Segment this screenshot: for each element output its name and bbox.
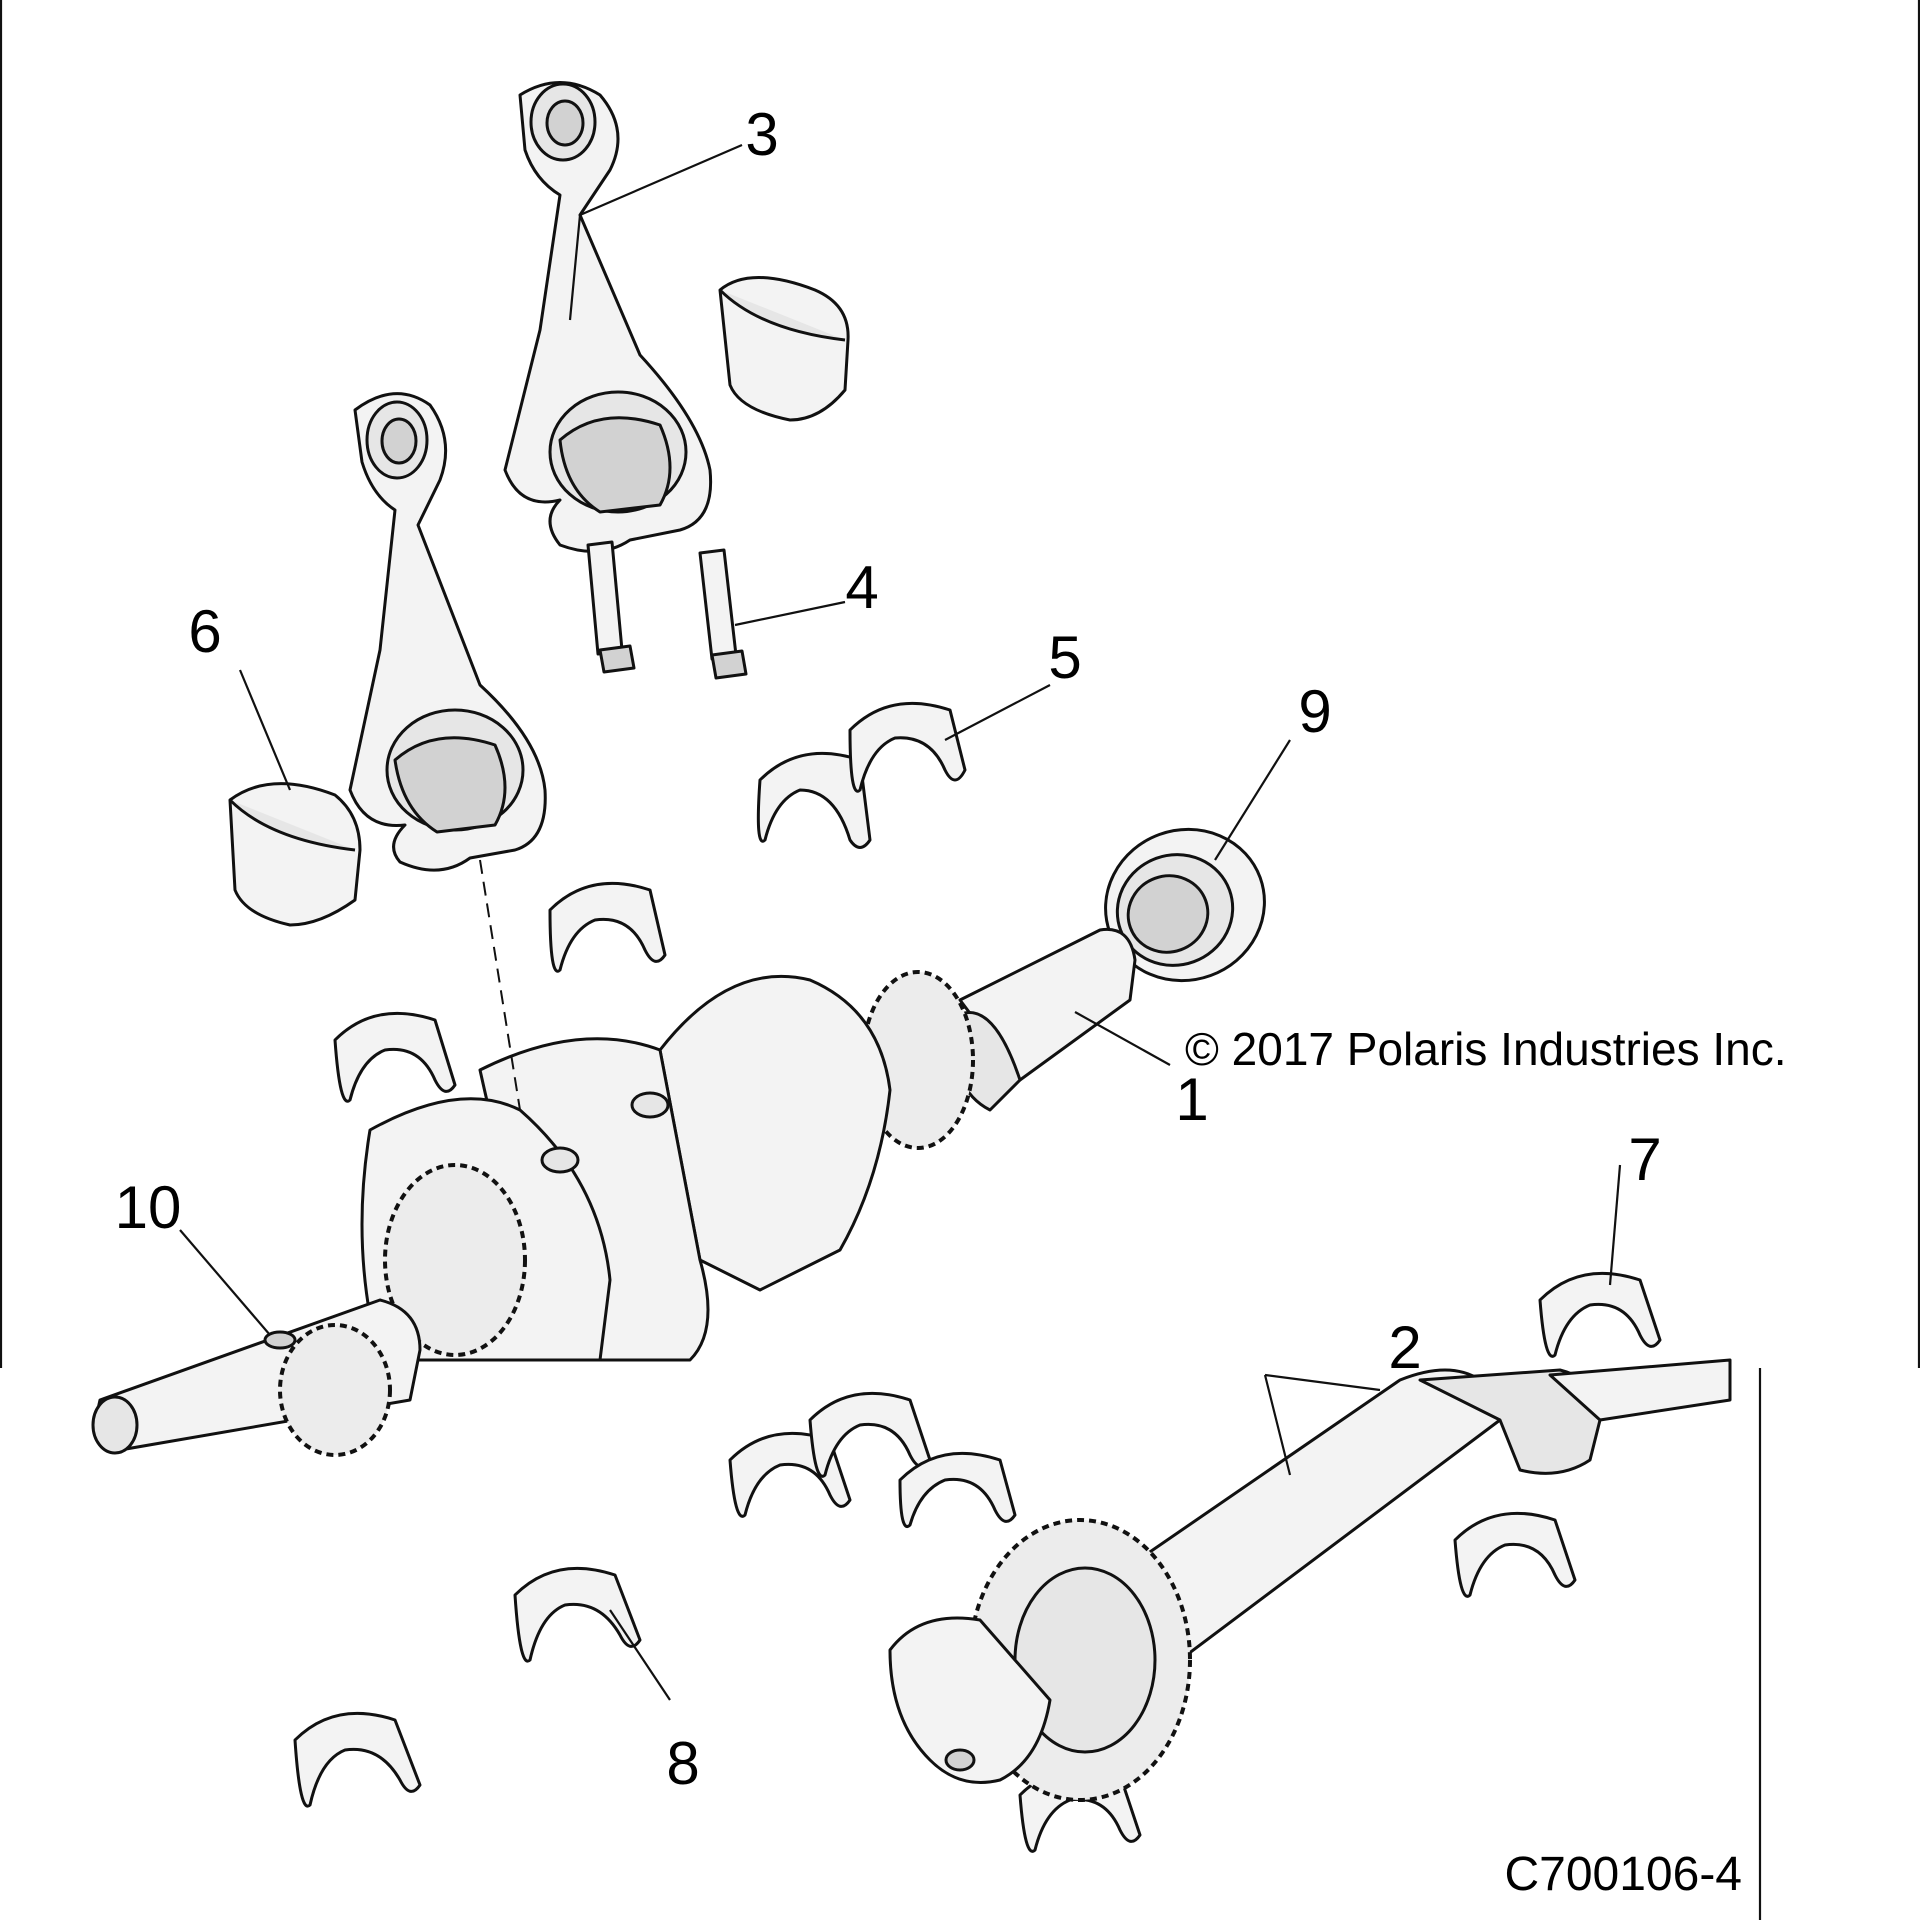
callout-8: 8 bbox=[666, 1730, 699, 1797]
connecting-rod-upper[interactable] bbox=[503, 81, 713, 553]
rod-bolt-right[interactable] bbox=[698, 548, 748, 680]
callout-5: 5 bbox=[1048, 624, 1081, 691]
bearing-shell-6[interactable] bbox=[228, 782, 362, 927]
bearing-shell-3[interactable] bbox=[718, 276, 850, 422]
leader-lines bbox=[179, 143, 1622, 1701]
bearing-shell-5b[interactable] bbox=[848, 701, 967, 793]
callout-2: 2 bbox=[1388, 1314, 1421, 1381]
balance-shaft[interactable] bbox=[888, 1358, 1732, 1802]
bearing-shell-5a[interactable] bbox=[756, 751, 872, 849]
callout-3: 3 bbox=[745, 101, 778, 168]
bearing-shell-d[interactable] bbox=[333, 1011, 457, 1103]
bearing-shell-8c[interactable] bbox=[898, 1451, 1017, 1528]
bearing-shell-c[interactable] bbox=[548, 881, 667, 973]
callout-6: 6 bbox=[188, 598, 221, 665]
woodruff-key[interactable] bbox=[263, 1330, 297, 1350]
bearing-shell-7[interactable] bbox=[1538, 1271, 1662, 1358]
bearing-shell-8e[interactable] bbox=[293, 1711, 422, 1808]
callout-10: 10 bbox=[115, 1174, 182, 1241]
bearing-shell-8b[interactable] bbox=[808, 1391, 932, 1478]
assembly-line bbox=[479, 859, 521, 1111]
callout-7: 7 bbox=[1628, 1126, 1661, 1193]
drawing-code: C700106-4 bbox=[1504, 1848, 1742, 1901]
callout-9: 9 bbox=[1298, 678, 1331, 745]
connecting-rod-lower[interactable] bbox=[348, 392, 547, 872]
oil-seal[interactable] bbox=[1084, 807, 1286, 1003]
copyright-text: © 2017 Polaris Industries Inc. bbox=[1185, 1023, 1787, 1075]
bearing-shell-8d[interactable] bbox=[513, 1566, 642, 1663]
bearing-shell-8f[interactable] bbox=[1453, 1511, 1577, 1598]
rod-bolt-left[interactable] bbox=[586, 540, 636, 674]
callout-4: 4 bbox=[845, 554, 878, 621]
crankshaft[interactable] bbox=[91, 927, 1137, 1457]
callout-1: 1 bbox=[1175, 1066, 1208, 1133]
